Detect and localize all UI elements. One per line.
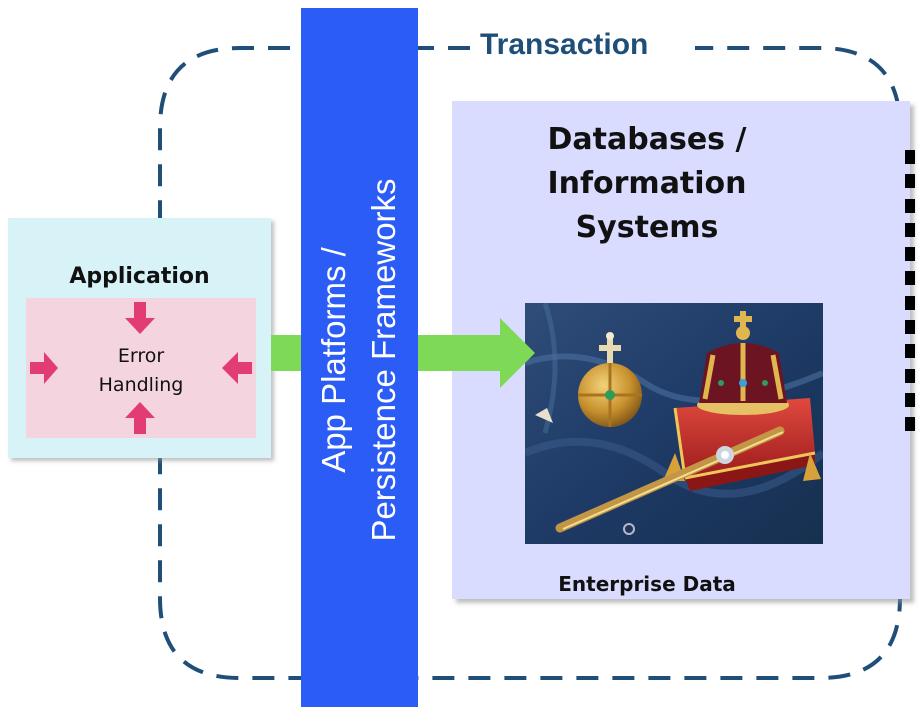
platform-label-line: App Platforms / xyxy=(315,247,352,473)
error-handling-line: Handling xyxy=(98,374,184,396)
flow-arrow-right-icon xyxy=(418,318,535,388)
error-handling-line: Error xyxy=(117,345,165,367)
databases-title-line: Information xyxy=(547,166,747,201)
arrow-down-icon xyxy=(125,302,155,334)
enterprise-data-label: Enterprise Data xyxy=(558,572,736,596)
platform-bar xyxy=(301,8,418,707)
arrow-up-icon xyxy=(125,402,155,434)
databases-title: Databases / Information Systems xyxy=(452,118,842,250)
application-title: Application xyxy=(69,264,210,289)
error-handling-label: Error Handling xyxy=(26,342,256,400)
databases-title-line: Databases / xyxy=(547,122,747,157)
databases-title-line: Systems xyxy=(575,210,719,245)
transaction-label: Transaction xyxy=(470,28,659,62)
platform-label-line: Persistence Frameworks xyxy=(365,178,402,542)
right-edge-marks xyxy=(905,150,915,442)
arrow-right-icon xyxy=(30,352,58,384)
flow-arrow-left-segment xyxy=(271,335,301,371)
arrow-left-icon xyxy=(222,352,252,384)
crown-jewels-photo xyxy=(525,303,823,544)
